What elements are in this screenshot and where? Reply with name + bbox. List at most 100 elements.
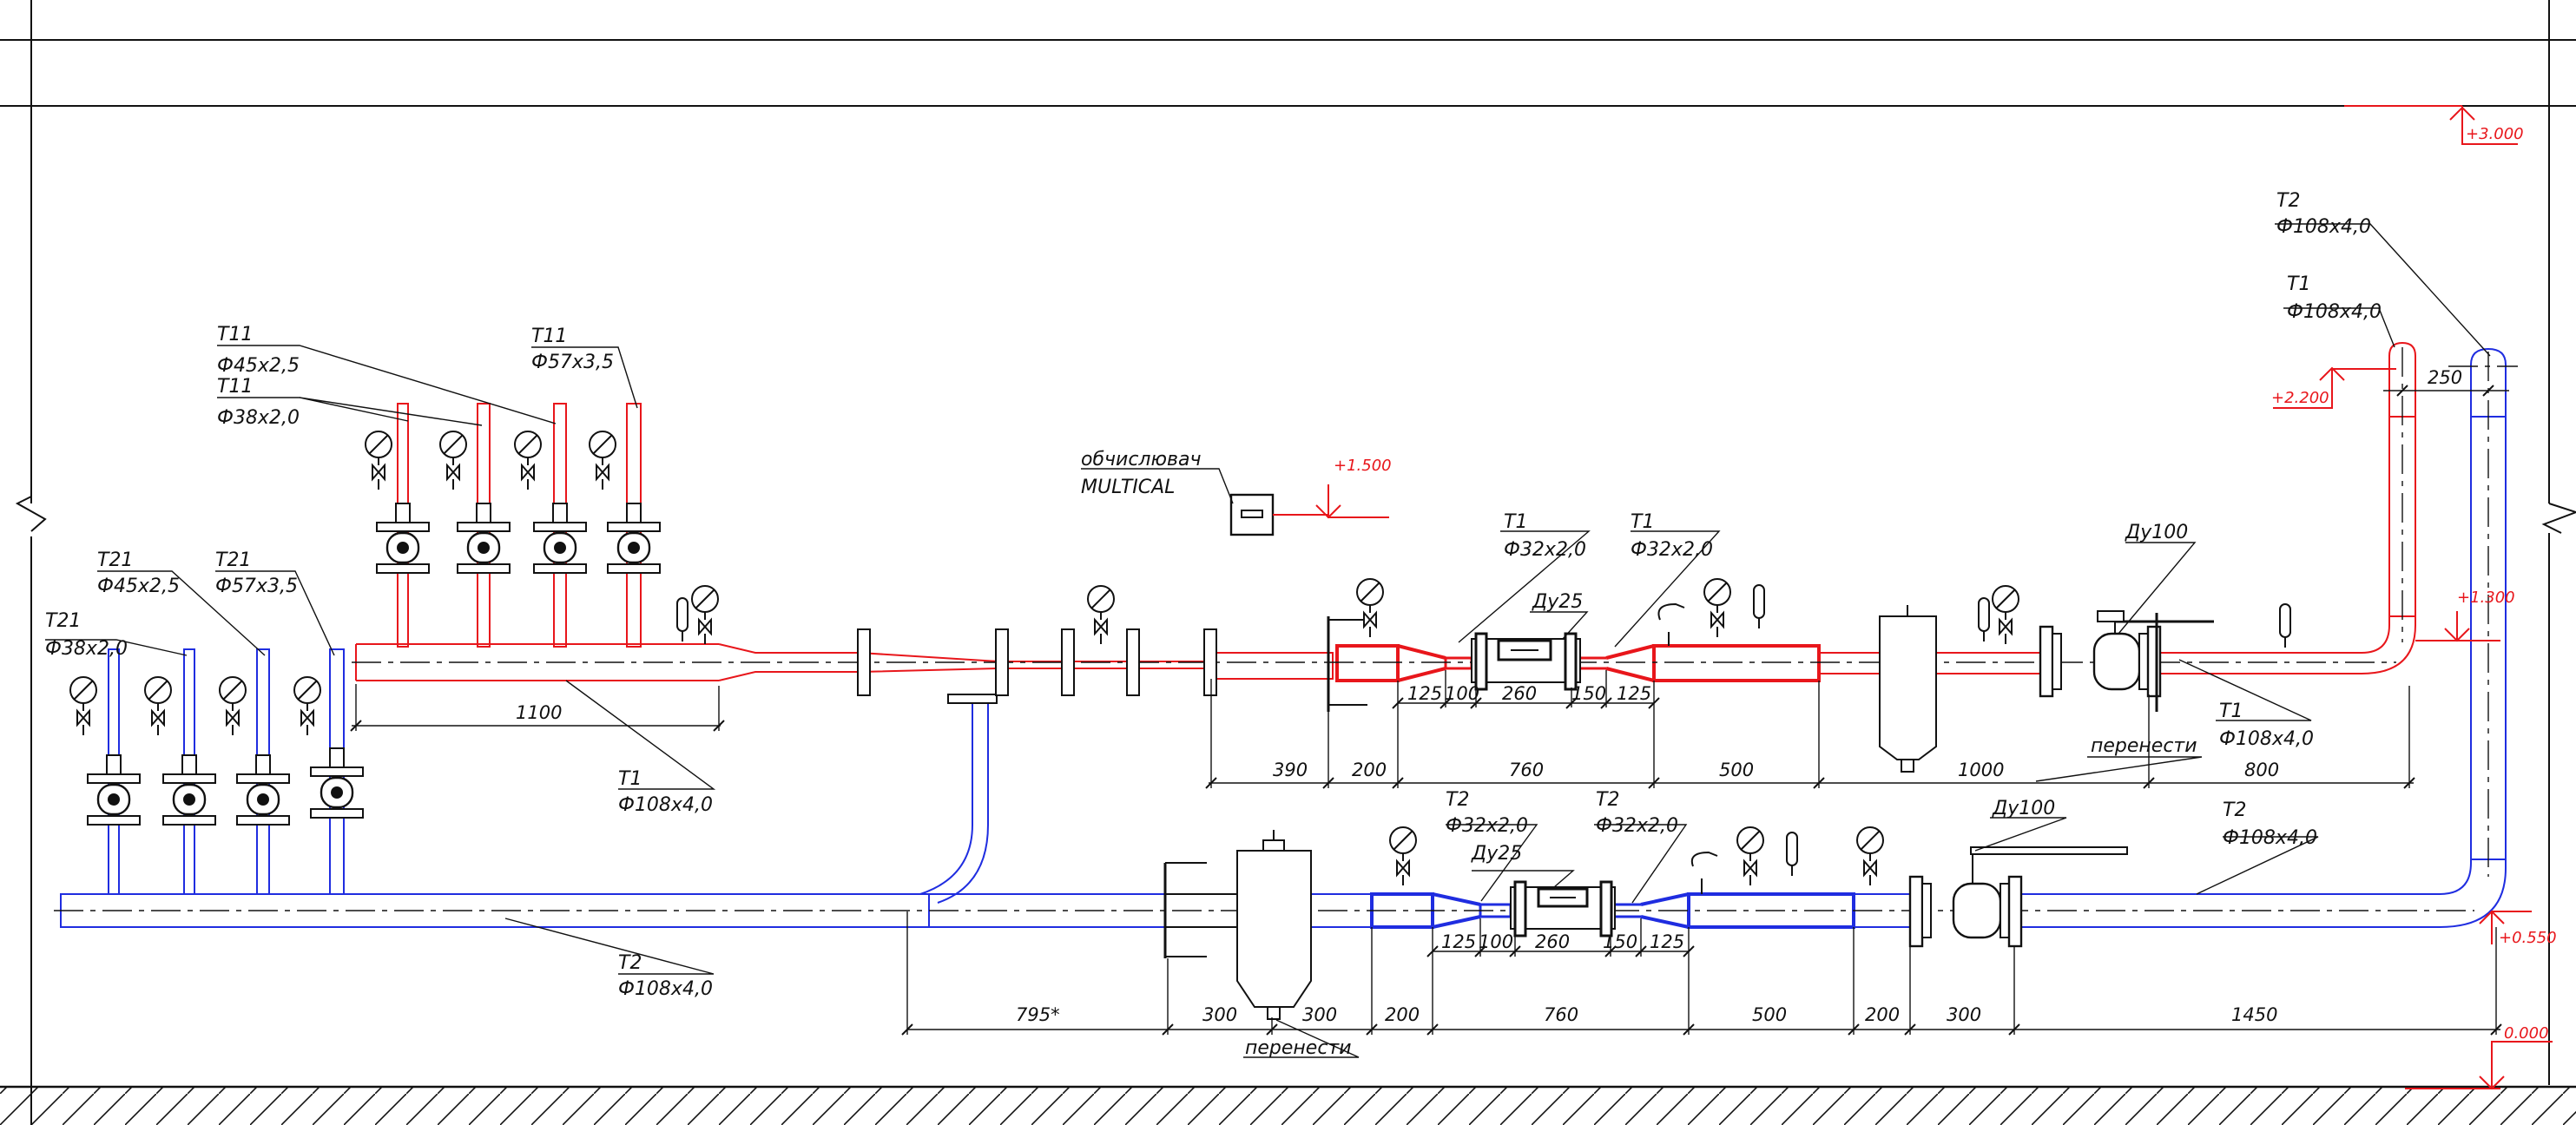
dimension-values: 1100 390 200 760 500 1000 800 125 100 26…: [516, 367, 2462, 1025]
ball-valve-t11-4-icon: [606, 502, 662, 575]
dirt-separator-t2-icon: [1165, 830, 1312, 1020]
dim-1450: 1450: [2231, 1004, 2277, 1025]
pressure-gauge-icon: [1087, 585, 1115, 645]
ball-valve-t21-4-icon: [309, 747, 365, 819]
label-t11-38: T11: [217, 376, 253, 398]
dim-1100: 1100: [516, 702, 562, 723]
pressure-gauge-icon: [514, 431, 542, 490]
dim-125: 125: [1650, 931, 1684, 952]
label-t2-32a-size: Ф32x2,0: [1446, 815, 1528, 837]
pressure-gauge-icon: [144, 676, 172, 736]
label-t11-45-size: Ф45x2,5: [217, 355, 300, 377]
elevation-values: +3.000 +2.200 +1.500 +1.300 +0.550 0.000: [1334, 125, 2557, 1043]
ball-valve-t21-2-icon: [161, 753, 217, 826]
label-t2-main: T2: [618, 952, 642, 974]
label-du25-bot: Ду25: [1471, 843, 1522, 865]
flowmeter-t1-icon: [1471, 632, 1581, 691]
flange-icon: [857, 628, 871, 696]
label-t1-top: T1: [2287, 273, 2310, 295]
multical-calculator-icon: [1229, 493, 1328, 536]
dim-500: 500: [1752, 1004, 1787, 1025]
thermometer-icon: [2279, 603, 2291, 648]
label-t21-45-size: Ф45x2,5: [97, 576, 180, 597]
thermometer-icon: [1786, 832, 1798, 877]
thermometer-icon: [1753, 584, 1765, 629]
dim-150: 150: [1571, 683, 1606, 704]
dim-760: 760: [1509, 760, 1544, 780]
dim-200: 200: [1385, 1004, 1420, 1025]
label-t1-32b-size: Ф32x2,0: [1631, 539, 1713, 561]
label-t2-right: T2: [2223, 799, 2246, 821]
elevation-marks: [1315, 105, 2553, 1090]
label-du25-top: Ду25: [1532, 591, 1583, 613]
pressure-gauge-icon: [1356, 578, 1384, 638]
pressure-gauge-icon: [1736, 826, 1764, 886]
label-t2-top-size: Ф108x4,0: [2276, 216, 2371, 238]
dim-300: 300: [1202, 1004, 1237, 1025]
dim-760: 760: [1544, 1004, 1578, 1025]
elevation-2200: +2.200: [2271, 389, 2329, 407]
label-relocate-bot: перенести: [1245, 1037, 1352, 1059]
dim-260: 260: [1535, 931, 1570, 952]
pressure-gauge-icon: [219, 676, 247, 736]
dim-500: 500: [1719, 760, 1754, 780]
flange-icon: [1126, 628, 1140, 696]
elevation-1500: +1.500: [1334, 457, 1392, 475]
label-t2-32b: T2: [1596, 789, 1619, 811]
pressure-gauge-icon: [439, 431, 467, 490]
label-t11-45: T11: [217, 324, 253, 345]
label-t21-38: T21: [45, 610, 81, 632]
dim-125: 125: [1441, 931, 1476, 952]
label-t1-right: T1: [2219, 701, 2243, 722]
label-t1-top-size: Ф108x4,0: [2287, 301, 2382, 323]
dim-260: 260: [1502, 683, 1537, 704]
elevation-0550: +0.550: [2499, 929, 2557, 947]
dim-200: 200: [1865, 1004, 1900, 1025]
pressure-gauge-icon: [1856, 826, 1884, 886]
dim-390: 390: [1273, 760, 1308, 780]
label-t1-32a-size: Ф32x2,0: [1504, 539, 1586, 561]
dim-100: 100: [1479, 931, 1513, 952]
label-t1-main-size: Ф108x4,0: [618, 794, 713, 816]
flange-icon: [995, 628, 1009, 696]
label-t1-right-size: Ф108x4,0: [2219, 728, 2314, 750]
dirt-separator-t1-icon: [1879, 605, 1937, 773]
thermometer-icon: [1978, 597, 1990, 642]
pressure-gauge-icon: [589, 431, 616, 490]
dim-795: 795*: [1016, 1004, 1060, 1025]
dim-1000: 1000: [1958, 760, 2004, 780]
ball-valve-t11-1-icon: [375, 502, 431, 575]
dimension-ticks: [350, 385, 2502, 1036]
ball-valve-t21-3-icon: [235, 753, 291, 826]
flange-icon: [1061, 628, 1075, 696]
dim-300: 300: [1947, 1004, 1981, 1025]
flange-icon: [1203, 628, 1217, 696]
dim-100: 100: [1445, 683, 1479, 704]
elevation-3000: +3.000: [2466, 125, 2524, 143]
dim-125: 125: [1617, 683, 1651, 704]
label-t2-32b-size: Ф32x2,0: [1596, 815, 1678, 837]
label-t1-32a: T1: [1504, 511, 1527, 533]
pressure-gauge-icon: [1389, 826, 1417, 886]
label-relocate-top: перенести: [2091, 735, 2197, 757]
label-t2-main-size: Ф108x4,0: [618, 978, 713, 1000]
pressure-gauge-icon: [293, 676, 321, 736]
label-t2-32a: T2: [1446, 789, 1469, 811]
label-t1-32b: T1: [1631, 511, 1654, 533]
dim-200: 200: [1352, 760, 1387, 780]
label-t11-57: T11: [531, 326, 567, 347]
label-t2-right-size: Ф108x4,0: [2223, 827, 2317, 849]
label-t11-57-size: Ф57x3,5: [531, 352, 614, 373]
label-t21-45: T21: [97, 549, 133, 571]
equipment: [69, 431, 2291, 1020]
label-t21-57-size: Ф57x3,5: [215, 576, 298, 597]
pressure-gauge-icon: [691, 585, 719, 645]
floor-hatch: [0, 1085, 2576, 1125]
dim-125: 125: [1407, 683, 1442, 704]
dim-250: 250: [2428, 367, 2462, 388]
dim-150: 150: [1603, 931, 1637, 952]
ball-valve-t21-1-icon: [86, 753, 142, 826]
ball-valve-t11-2-icon: [456, 502, 511, 575]
